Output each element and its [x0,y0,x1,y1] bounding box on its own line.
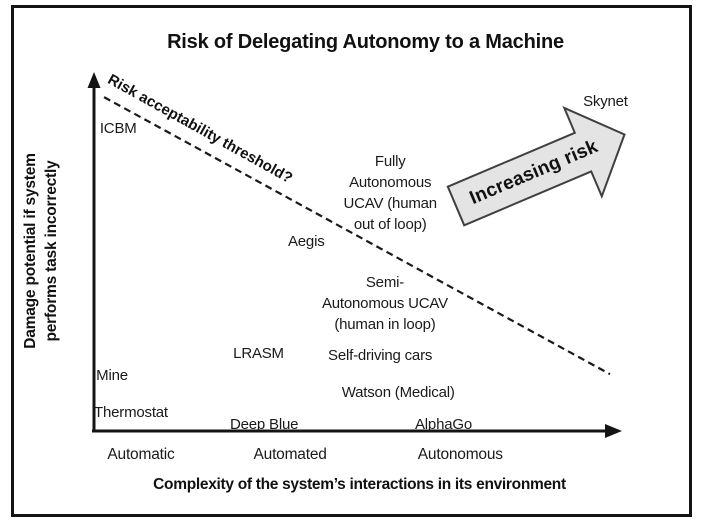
point-label: Mine [96,366,128,384]
point-label: AlphaGo [414,416,472,434]
y-axis-title: Damage potential if system performs task… [22,153,60,349]
point-label: Fully Autonomous UCAV (human out of loop… [343,153,438,234]
point-label: LRASM [233,345,284,363]
x-category-label: Automated [253,446,327,463]
point-label: Self-driving cars [328,346,433,364]
point-label: Thermostat [94,404,168,421]
point-label: Skynet [583,93,628,111]
point-label: ICBM [99,119,137,137]
x-category-label: Automatic [107,446,175,463]
chart-title: Risk of Delegating Autonomy to a Machine [167,31,564,53]
increasing-risk-arrow [446,105,626,227]
point-label: Deep Blue [230,416,299,434]
point-label: Aegis [287,233,325,250]
plot-area: Risk acceptability threshold? Increasing… [87,71,628,438]
y-axis-arrowhead [87,72,101,88]
plot-canvas [87,72,626,438]
x-axis-title: Complexity of the system’s interactions … [153,476,566,493]
x-axis-categories: Automatic Automated Autonomous [93,446,620,466]
x-category-label: Autonomous [417,446,503,463]
x-axis-arrowhead [605,424,622,438]
point-label: Semi- Autonomous UCAV (human in loop) [321,274,448,334]
threshold-dashed-line [103,96,611,376]
point-label: Watson (Medical) [341,384,455,402]
